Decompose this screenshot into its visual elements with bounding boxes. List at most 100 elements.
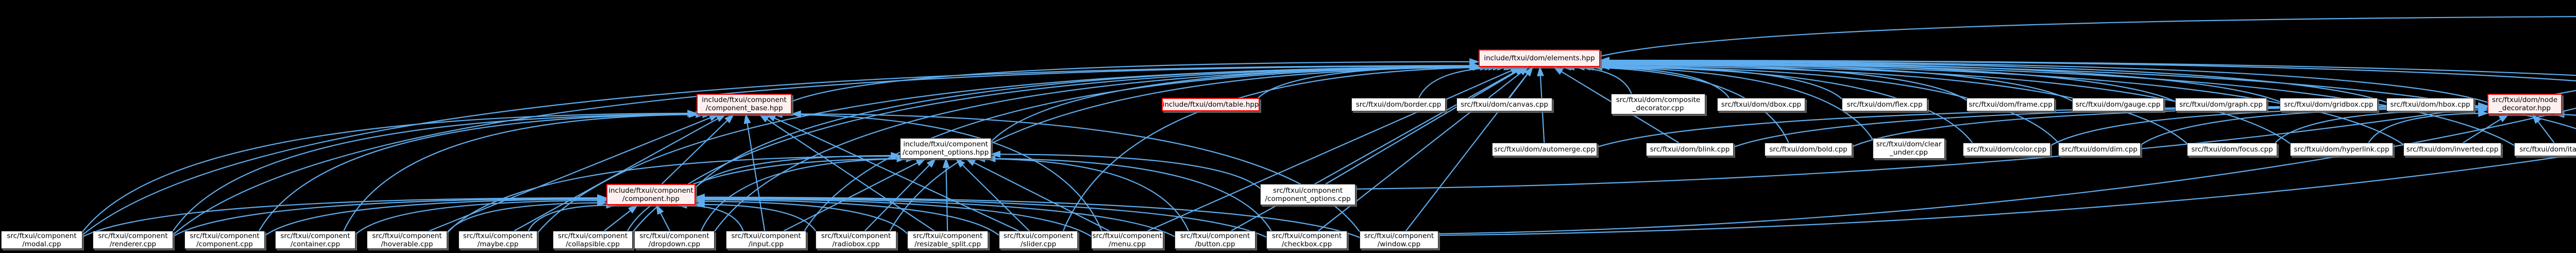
edge-dropdown_cpp-to-elements_hpp <box>714 63 1499 232</box>
node-italic_cpp[interactable]: src/ftxui/dom/italic.cpp <box>2514 143 2576 156</box>
node-radiobox_cpp[interactable]: src/ftxui/component /radiobox.cpp <box>816 231 896 249</box>
node-elements_hpp[interactable]: include/ftxui/dom/elements.hpp <box>1479 49 1600 67</box>
edge-menu_cpp-to-component_hpp <box>694 195 1092 237</box>
edge-checkbox_cpp-to-elements_hpp <box>1318 66 1529 231</box>
node-table_hpp[interactable]: include/ftxui/dom/table.hpp <box>1162 98 1260 111</box>
node-composite_decorator_cpp[interactable]: src/ftxui/dom/composite _decorator.cpp <box>1611 94 1705 114</box>
node-gridbox_cpp[interactable]: src/ftxui/dom/gridbox.cpp <box>2280 98 2378 111</box>
edge-button_cpp-to-elements_hpp <box>1231 66 1525 231</box>
edge-elements_hpp-to-main <box>1600 16 2576 57</box>
edge-flexbox_cpp-to-elements_hpp <box>1599 57 2576 76</box>
edge-component_options_cpp-to-main <box>1355 90 2576 190</box>
edge-composite_decorator_cpp-to-elements_hpp <box>1561 63 1632 94</box>
edge-italic_cpp-to-elements_hpp <box>1599 60 2515 146</box>
node-menu_cpp[interactable]: src/ftxui/component /menu.cpp <box>1091 231 1163 249</box>
edge-slider_cpp-to-component_base_hpp <box>766 114 1020 231</box>
edge-container_cpp-to-component_base_hpp <box>343 111 713 231</box>
edge-blink_cpp-to-node_decorator_hpp <box>1733 102 2488 148</box>
node-checkbox_cpp[interactable]: src/ftxui/component /checkbox.cpp <box>1266 231 1347 249</box>
node-frame_cpp[interactable]: src/ftxui/dom/frame.cpp <box>1967 98 2055 111</box>
node-blink_cpp[interactable]: src/ftxui/dom/blink.cpp <box>1646 143 1734 156</box>
edge-inverted_cpp-to-elements_hpp <box>1599 60 2404 145</box>
edge-component_cpp-to-component_base_hpp <box>259 111 706 231</box>
node-renderer_cpp[interactable]: src/ftxui/component /renderer.cpp <box>93 231 173 249</box>
edge-window_cpp-to-flexbox_helper_hpp <box>1438 154 2576 236</box>
node-border_cpp[interactable]: src/ftxui/dom/border.cpp <box>1351 98 1446 111</box>
node-focus_cpp[interactable]: src/ftxui/dom/focus.cpp <box>2187 143 2277 156</box>
edge-resizable_split_cpp-to-component_options_hpp <box>942 158 950 231</box>
node-maybe_cpp[interactable]: src/ftxui/component /maybe.cpp <box>459 231 537 249</box>
edge-resizable_split_cpp-to-component_hpp <box>694 197 908 234</box>
edge-component_options_cpp-to-component_options_hpp <box>990 150 1261 189</box>
edge-maybe_cpp-to-component_base_hpp <box>514 114 726 231</box>
edge-automerge_cpp-to-node_decorator_hpp <box>1597 102 2488 148</box>
edge-linear_gradient_cpp-to-node_decorator_hpp <box>2554 111 2576 118</box>
edge-input_cpp-to-component_options_hpp <box>783 158 926 231</box>
edge-slider_cpp-to-component_hpp <box>694 196 999 236</box>
edge-dropdown_cpp-to-component_hpp <box>656 204 670 231</box>
edge-resizable_split_cpp-to-component_base_hpp <box>758 113 935 231</box>
node-input_cpp[interactable]: src/ftxui/component /input.cpp <box>726 231 806 249</box>
edge-modal_cpp-to-elements_hpp <box>82 62 1480 235</box>
edge-radiobox_cpp-to-component_options_hpp <box>864 158 937 231</box>
edge-button_cpp-to-component_hpp <box>694 194 1175 238</box>
edge-modal_cpp-to-component_hpp <box>82 194 607 238</box>
node-graph_cpp[interactable]: src/ftxui/dom/graph.cpp <box>2175 98 2267 111</box>
edge-menu_cpp-to-elements_hpp <box>1147 66 1521 232</box>
edge-slider_cpp-to-component_options_hpp <box>955 158 1030 231</box>
node-clear_under_cpp[interactable]: src/ftxui/dom/clear _under.cpp <box>1873 138 1945 159</box>
edge-maybe_cpp-to-component_hpp <box>528 201 617 231</box>
edge-container_cpp-to-component_hpp <box>355 197 607 235</box>
node-dim_cpp[interactable]: src/ftxui/dom/dim.cpp <box>2058 143 2141 156</box>
edge-graph_cpp-to-elements_hpp <box>1599 59 2176 102</box>
edge-focus_cpp-to-node_decorator_hpp <box>2275 106 2488 143</box>
node-bold_cpp[interactable]: src/ftxui/dom/bold.cpp <box>1765 143 1852 156</box>
node-component_options_cpp[interactable]: src/ftxui/component /component_options.c… <box>1260 184 1355 205</box>
node-hoverable_cpp[interactable]: src/ftxui/component /hoverable.cpp <box>367 231 447 249</box>
edge-input_cpp-to-component_base_hpp <box>743 113 766 231</box>
node-canvas_cpp[interactable]: src/ftxui/dom/canvas.cpp <box>1456 98 1552 111</box>
edge-node_decorator_hpp-to-elements_hpp <box>1599 57 2488 103</box>
node-dropdown_cpp[interactable]: src/ftxui/component /dropdown.cpp <box>634 231 715 249</box>
node-collapsible_cpp[interactable]: src/ftxui/component /collapsible.cpp <box>553 231 633 249</box>
node-container_cpp[interactable]: src/ftxui/component /container.cpp <box>275 231 355 249</box>
node-hbox_cpp[interactable]: src/ftxui/dom/hbox.cpp <box>2386 98 2474 111</box>
edge-hoverable_cpp-to-component_options_hpp <box>447 153 901 234</box>
edge-collapsible_cpp-to-elements_hpp <box>632 63 1495 233</box>
edge-inverted_cpp-to-node_decorator_hpp <box>2463 113 2510 143</box>
node-resizable_split_cpp[interactable]: src/ftxui/component /resizable_split.cpp <box>907 231 988 249</box>
node-component_hpp[interactable]: include/ftxui/component /component.hpp <box>606 184 696 205</box>
node-modal_cpp[interactable]: src/ftxui/component /modal.cpp <box>1 231 82 249</box>
node-node_decorator_hpp[interactable]: src/ftxui/dom/node _decorator.hpp <box>2487 94 2562 114</box>
edge-italic_cpp-to-node_decorator_hpp <box>2532 113 2555 143</box>
node-flex_cpp[interactable]: src/ftxui/dom/flex.cpp <box>1842 98 1927 111</box>
node-window_cpp[interactable]: src/ftxui/component /window.cpp <box>1360 231 1438 249</box>
edge-renderer_cpp-to-component_hpp <box>173 195 607 237</box>
edge-component_hpp-to-elements_hpp <box>695 63 1484 188</box>
edge-component_options_cpp-to-elements_hpp <box>1325 66 1526 184</box>
node-button_cpp[interactable]: src/ftxui/component /button.cpp <box>1175 231 1256 249</box>
edge-hyperlink_cpp-to-node_decorator_hpp <box>2368 109 2488 143</box>
node-inverted_cpp[interactable]: src/ftxui/dom/inverted.cpp <box>2403 143 2501 156</box>
node-component_options_hpp[interactable]: include/ftxui/component /component_optio… <box>900 138 991 159</box>
edge-button_cpp-to-component_options_hpp <box>975 155 1189 231</box>
node-hyperlink_cpp[interactable]: src/ftxui/dom/hyperlink.cpp <box>2290 143 2393 156</box>
edge-component_cpp-to-component_hpp <box>264 195 607 237</box>
node-gauge_cpp[interactable]: src/ftxui/dom/gauge.cpp <box>2072 98 2164 111</box>
edge-radiobox_cpp-to-component_hpp <box>694 200 816 231</box>
node-dbox_cpp[interactable]: src/ftxui/dom/dbox.cpp <box>1717 98 1805 111</box>
edge-collapsible_cpp-to-component_options_hpp <box>627 155 907 231</box>
edge-focus_cpp-to-elements_hpp <box>1599 62 2188 144</box>
edge-collapsible_cpp-to-component_hpp <box>604 204 638 231</box>
node-component_cpp[interactable]: src/ftxui/component /component.cpp <box>184 231 265 249</box>
edge-window_cpp-to-component_hpp <box>694 193 1360 238</box>
node-component_base_hpp[interactable]: include/ftxui/component /component_base.… <box>697 94 792 114</box>
node-slider_cpp[interactable]: src/ftxui/component /slider.cpp <box>999 231 1078 249</box>
edge-modal_cpp-to-component_base_hpp <box>82 109 698 232</box>
node-color_cpp[interactable]: src/ftxui/dom/color.cpp <box>1963 143 2050 156</box>
edge-menu_cpp-to-component_options_hpp <box>965 158 1110 231</box>
edge-checkbox_cpp-to-component_options_hpp <box>985 155 1272 231</box>
node-automerge_cpp[interactable]: src/ftxui/dom/automerge.cpp <box>1492 143 1597 156</box>
